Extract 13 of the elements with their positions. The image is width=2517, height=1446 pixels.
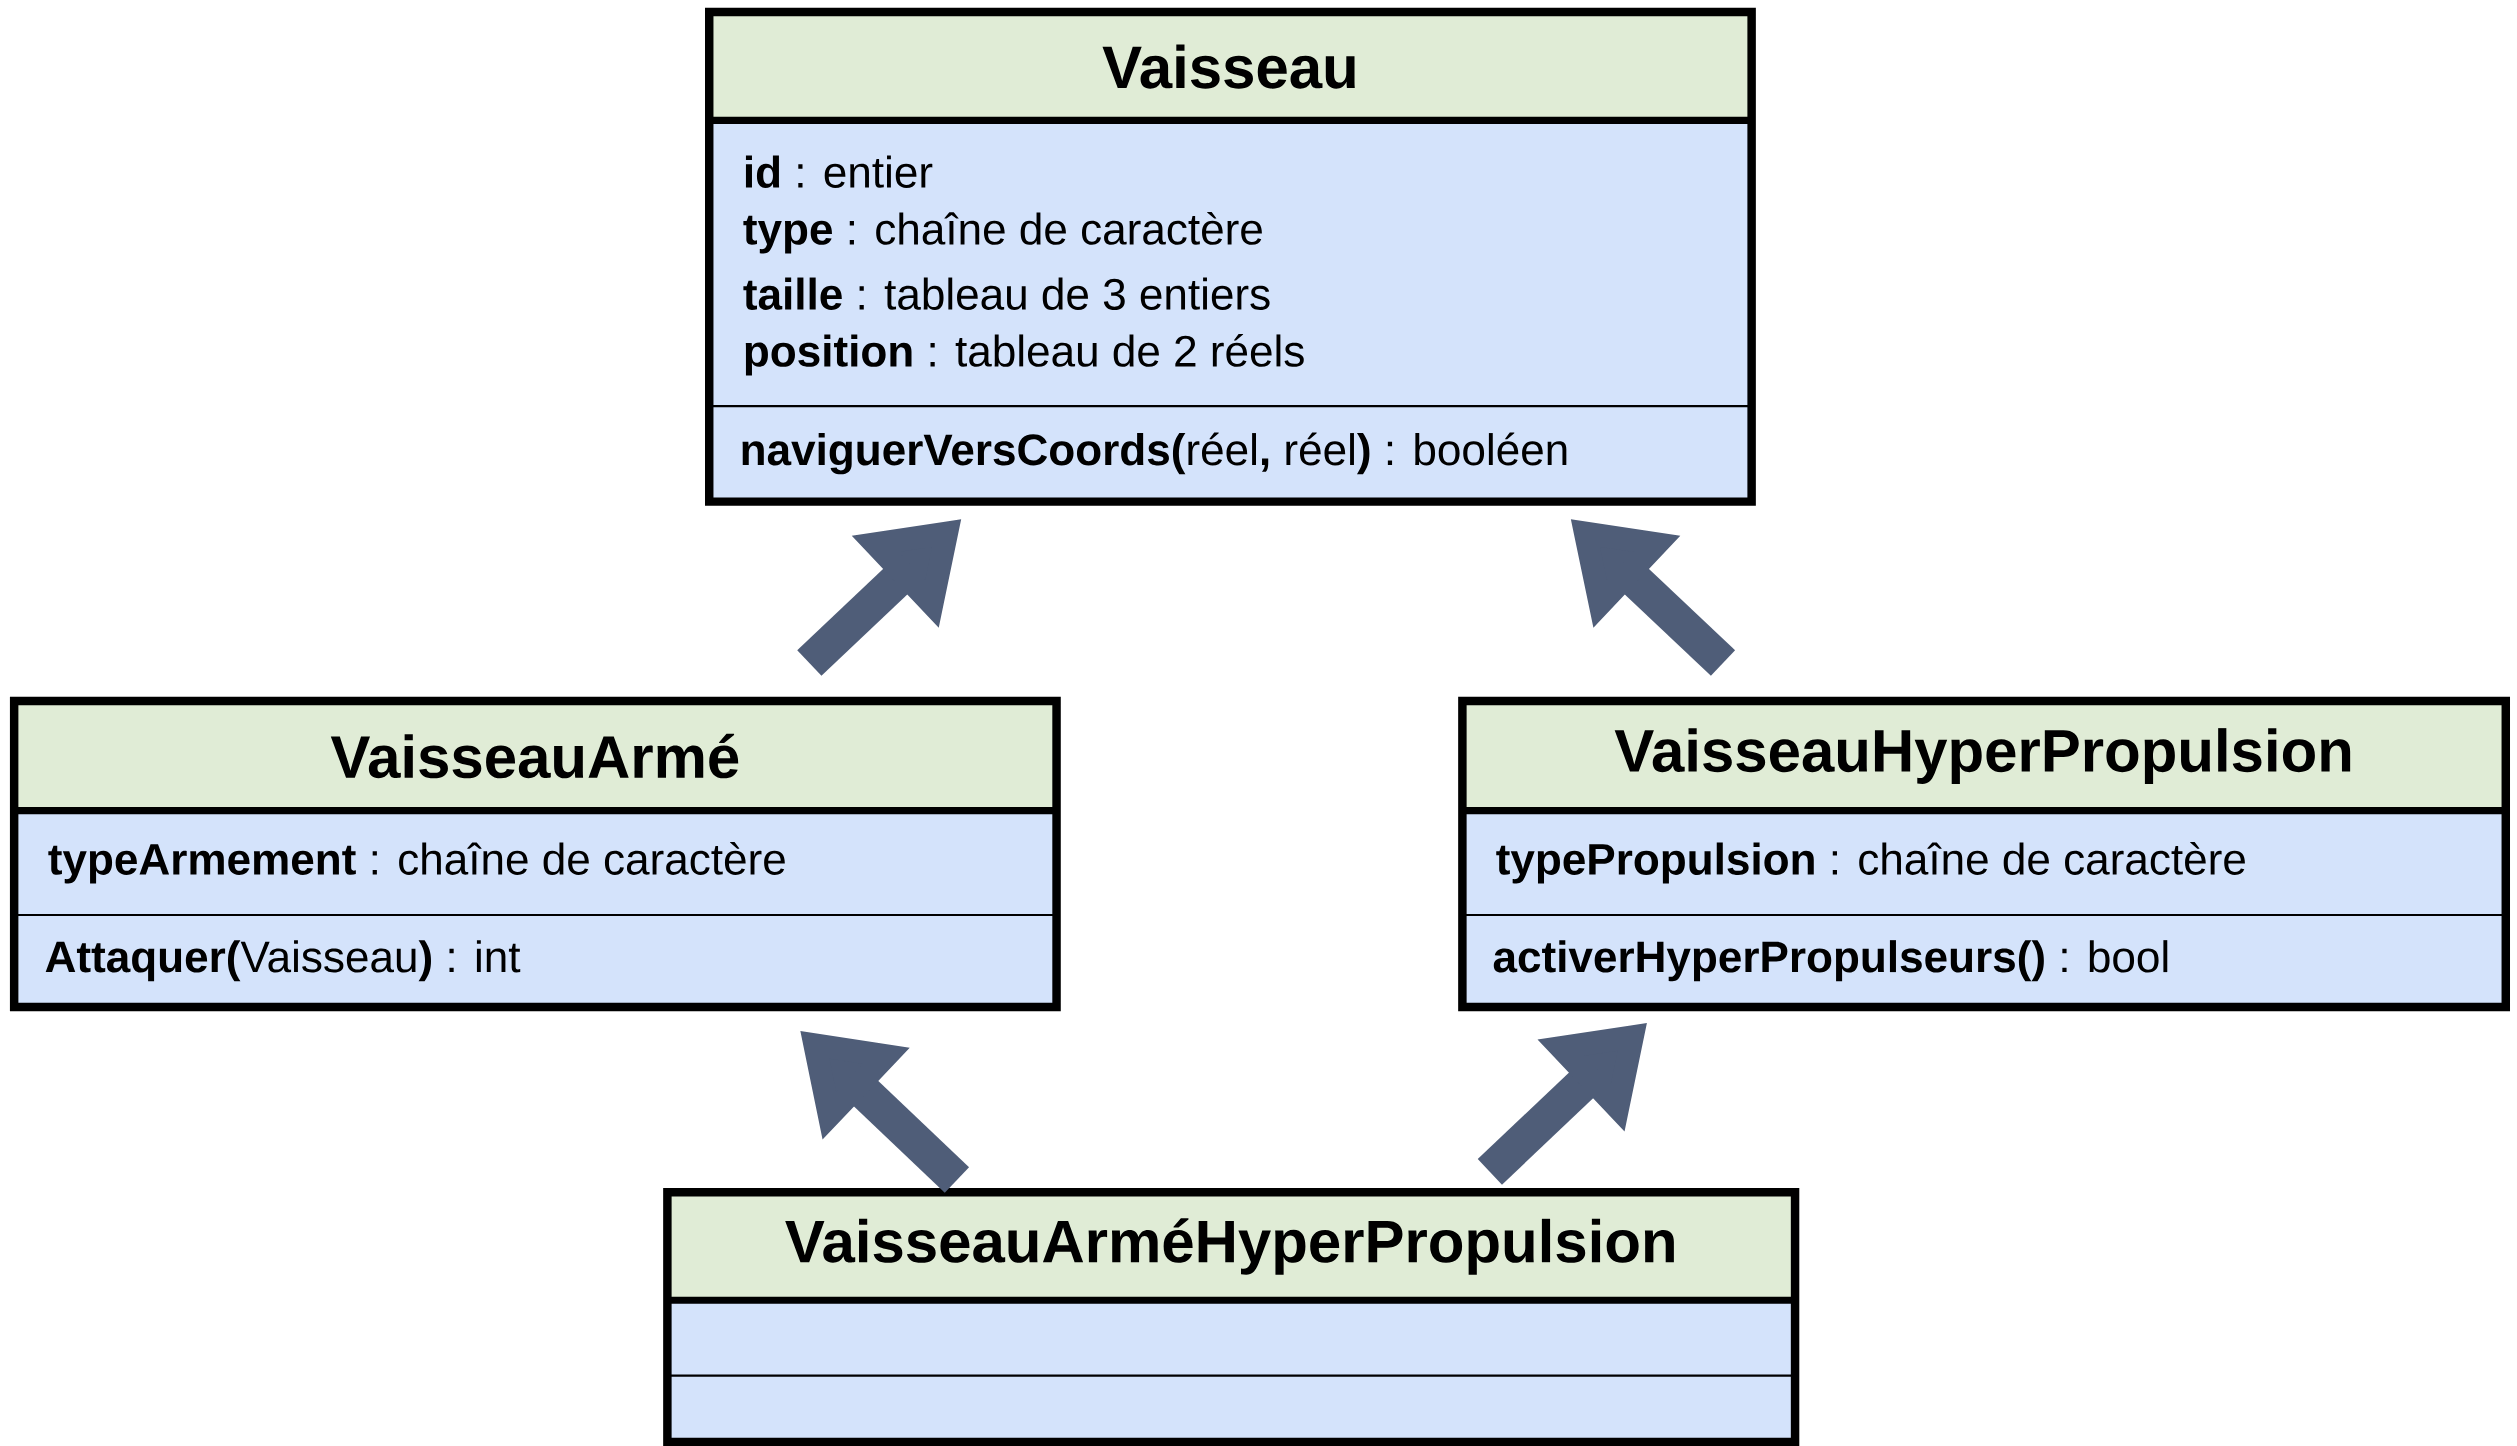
attribute-text: typeArmement : chaîne de caractère <box>48 841 785 884</box>
class-name: VaisseauArmé <box>330 733 739 779</box>
method-text: activerHyperPropulseurs() : bool <box>1493 940 2168 982</box>
attribute-text: id : entier <box>745 155 933 188</box>
class-name: VaisseauArméHyperPropulsion <box>785 1218 1674 1275</box>
attribute-text: position : tableau de 2 réels <box>745 333 1304 376</box>
attribute-text: typePropulsion : chaîne de caractère <box>1496 841 2245 884</box>
class-name: VaisseauHyperPropulsion <box>1614 728 2351 784</box>
method-text: Attaquer(Vaisseau) : int <box>45 940 521 982</box>
attribute-text: taille : tableau de 3 entiers <box>743 277 1270 310</box>
method-text: naviguerVersCoords(réel, réel) : booléen <box>742 432 1567 475</box>
attribute-text: type : chaîne de caractère <box>743 211 1262 254</box>
class-name: Vaisseau <box>1102 44 1355 89</box>
